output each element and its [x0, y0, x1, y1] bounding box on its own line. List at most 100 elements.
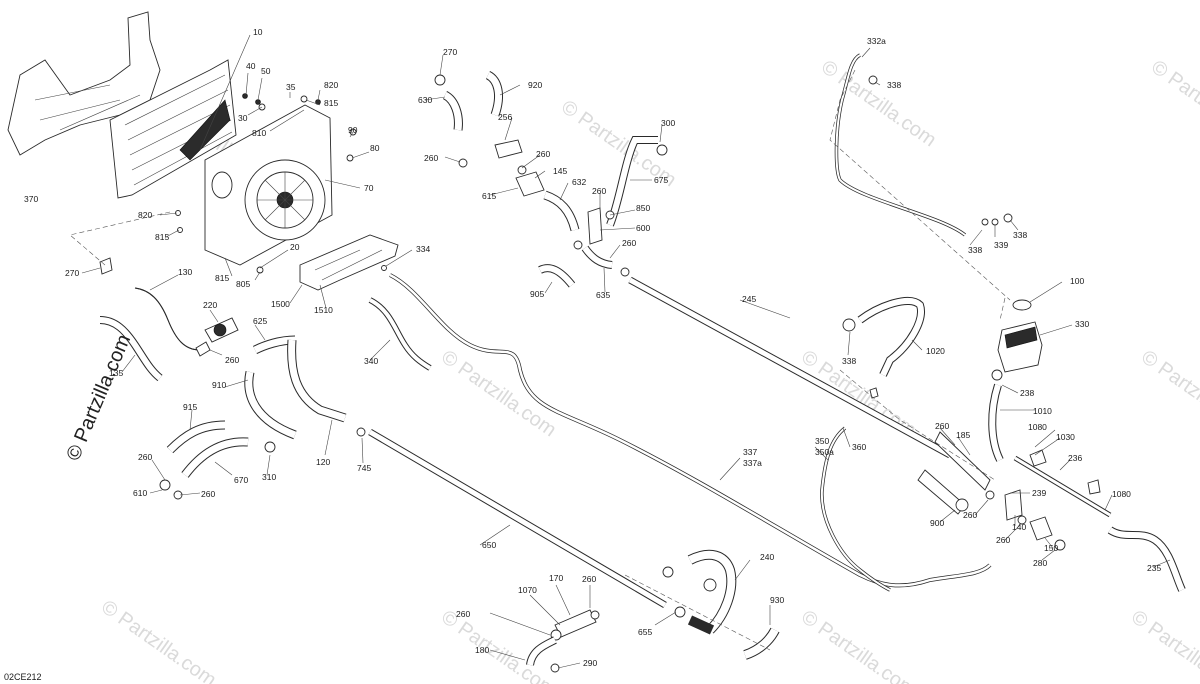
part-label: 675 — [654, 175, 668, 185]
part-label: 270 — [65, 268, 79, 278]
part-label: 332a — [867, 36, 886, 46]
part-label: 290 — [583, 658, 597, 668]
part-label: 235 — [1147, 563, 1161, 573]
part-label: 260 — [138, 452, 152, 462]
part-label: 630 — [418, 95, 432, 105]
watermark: © Partzilla.com — [797, 606, 920, 684]
part-label: 350 — [815, 436, 829, 446]
part-label: 10 — [253, 27, 263, 37]
part-label: 260 — [456, 609, 470, 619]
part-label: 820 — [324, 80, 338, 90]
part-label: 40 — [246, 61, 256, 71]
part-label: 260 — [536, 149, 550, 159]
part-label: 1500 — [271, 299, 290, 309]
part-label: 810 — [252, 128, 266, 138]
part-label: 239 — [1032, 488, 1046, 498]
part-label: 310 — [262, 472, 276, 482]
part-label: 50 — [261, 66, 271, 76]
part-label: 905 — [530, 289, 544, 299]
part-label: 130 — [178, 267, 192, 277]
part-label: 1070 — [518, 585, 537, 595]
part-label: 260 — [622, 238, 636, 248]
part-label: 90 — [348, 125, 358, 135]
part-label: 339 — [994, 240, 1008, 250]
part-label: 350a — [815, 447, 834, 457]
part-label: 260 — [935, 421, 949, 431]
leader-lines — [81, 34, 1171, 669]
part-label: 20 — [290, 242, 300, 252]
part-label: 370 — [24, 194, 38, 204]
part-label: 1080 — [1112, 489, 1131, 499]
part-label: 900 — [930, 518, 944, 528]
part-label: 337a — [743, 458, 762, 468]
part-label: 170 — [549, 573, 563, 583]
part-label: 80 — [370, 143, 380, 153]
bottom-hose-cluster — [526, 549, 780, 673]
part-label: 260 — [592, 186, 606, 196]
part-label: 260 — [201, 489, 215, 499]
part-labels: 10 40 50 35 820 815 370 810 30 90 80 70 … — [24, 27, 1161, 668]
watermark: © Partzilla.com — [437, 346, 560, 441]
upper-middle-hose-cluster — [434, 70, 668, 288]
part-label: 260 — [225, 355, 239, 365]
left-hose-cluster — [99, 287, 366, 500]
watermark: © Partzilla.com — [1127, 606, 1200, 684]
part-label: 655 — [638, 627, 652, 637]
part-label: 610 — [133, 488, 147, 498]
part-label: 270 — [443, 47, 457, 57]
part-label: 1080 — [1028, 422, 1047, 432]
radiator-assembly — [7, 11, 399, 291]
part-label: 337 — [743, 447, 757, 457]
right-side-cluster — [842, 75, 1186, 592]
part-label: 236 — [1068, 453, 1082, 463]
part-label: 815 — [324, 98, 338, 108]
diagram-code: 02CE212 — [4, 672, 42, 682]
part-label: 915 — [183, 402, 197, 412]
part-label: 635 — [596, 290, 610, 300]
part-label: 240 — [760, 552, 774, 562]
part-label: 745 — [357, 463, 371, 473]
part-label: 260 — [963, 510, 977, 520]
part-label: 260 — [996, 535, 1010, 545]
part-label: 330 — [1075, 319, 1089, 329]
part-label: 1510 — [314, 305, 333, 315]
part-label: 820 — [138, 210, 152, 220]
part-label: 815 — [215, 273, 229, 283]
part-label: 300 — [661, 118, 675, 128]
part-label: 120 — [316, 457, 330, 467]
part-label: 930 — [770, 595, 784, 605]
part-label: 180 — [475, 645, 489, 655]
part-label: 338 — [968, 245, 982, 255]
part-label: 360 — [852, 442, 866, 452]
part-label: 670 — [234, 475, 248, 485]
part-label: 650 — [482, 540, 496, 550]
part-label: 245 — [742, 294, 756, 304]
part-label: 220 — [203, 300, 217, 310]
part-label: 70 — [364, 183, 374, 193]
part-label: 150 — [1044, 543, 1058, 553]
part-label: 280 — [1033, 558, 1047, 568]
part-label: 1010 — [1033, 406, 1052, 416]
part-label: 615 — [482, 191, 496, 201]
part-label: 1030 — [1056, 432, 1075, 442]
part-label: 238 — [1020, 388, 1034, 398]
part-label: 100 — [1070, 276, 1084, 286]
part-label: 35 — [286, 82, 296, 92]
part-label: 135 — [109, 368, 123, 378]
watermark: © Partzilla.com — [97, 596, 220, 684]
watermark: © Partzilla.com — [1147, 56, 1200, 151]
part-label: 185 — [956, 430, 970, 440]
part-label: 850 — [636, 203, 650, 213]
watermark: © Partzilla.com — [1137, 346, 1200, 441]
part-label: 256 — [498, 112, 512, 122]
part-label: 805 — [236, 279, 250, 289]
part-label: 260 — [424, 153, 438, 163]
part-label: 145 — [553, 166, 567, 176]
part-label: 338 — [1013, 230, 1027, 240]
part-label: 920 — [528, 80, 542, 90]
part-label: 338 — [887, 80, 901, 90]
part-label: 260 — [582, 574, 596, 584]
part-label: 340 — [364, 356, 378, 366]
part-label: 1020 — [926, 346, 945, 356]
